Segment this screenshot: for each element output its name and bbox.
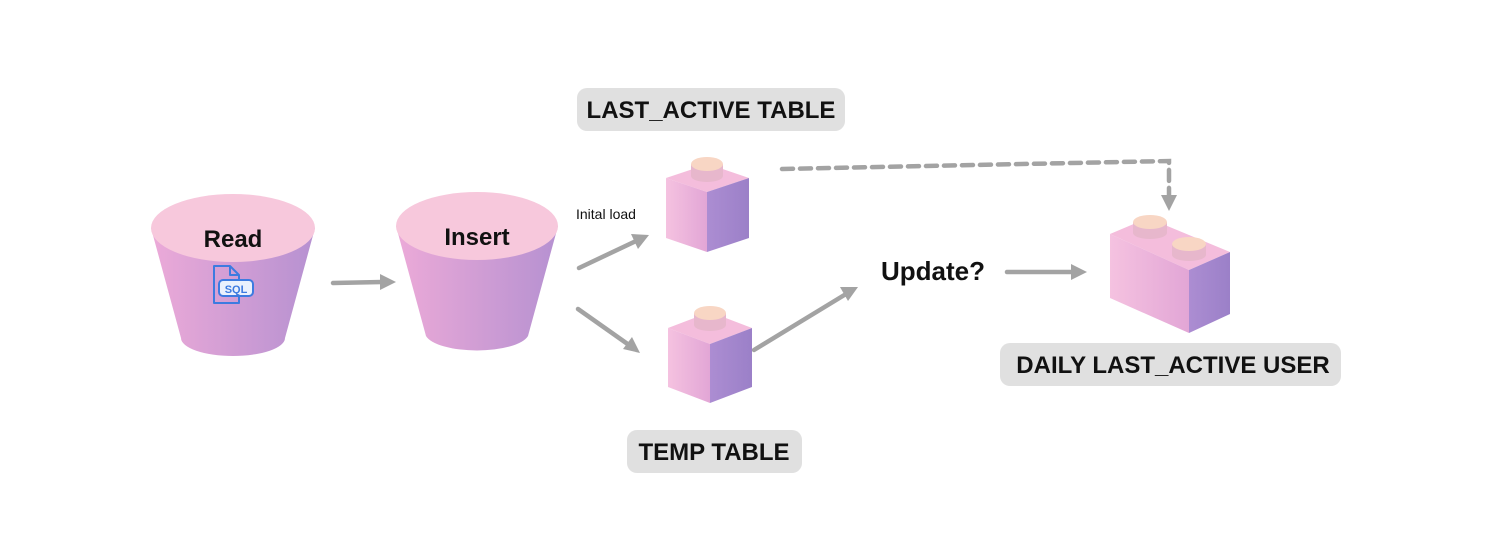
temp-table-label: TEMP TABLE xyxy=(638,439,789,466)
daily-last-active-user-block xyxy=(1110,215,1230,333)
insert-bucket: Insert xyxy=(396,192,558,351)
daily-last-active-user-label: DAILY LAST_ACTIVE USER xyxy=(1016,352,1329,379)
last-active-table-label: LAST_ACTIVE TABLE xyxy=(587,97,836,124)
read-bucket: Read SQL xyxy=(151,194,315,356)
sql-icon-text: SQL xyxy=(225,284,248,296)
dashed-arrow-last-active-to-daily xyxy=(779,158,1177,211)
arrow-temp-to-update xyxy=(751,287,858,353)
sql-file-icon: SQL xyxy=(213,265,254,304)
initial-load-label: Inital load xyxy=(576,206,636,222)
temp-table-block xyxy=(668,306,752,403)
daily-last-active-user-label-pill xyxy=(1000,343,1341,386)
last-active-table-label-pill xyxy=(577,88,845,131)
arrow-initial-load xyxy=(576,234,649,271)
read-label: Read xyxy=(204,226,263,253)
update-decision-label: Update? xyxy=(881,256,985,286)
arrow-read-to-insert xyxy=(330,274,396,290)
temp-table-label-pill xyxy=(627,430,802,473)
arrow-insert-to-temp xyxy=(575,306,640,353)
arrow-update-to-daily xyxy=(1004,264,1087,280)
insert-label: Insert xyxy=(444,224,509,251)
last-active-table-block xyxy=(666,157,749,252)
